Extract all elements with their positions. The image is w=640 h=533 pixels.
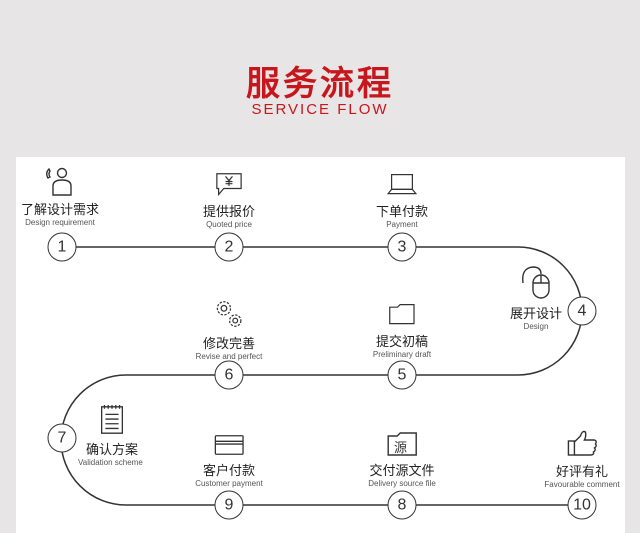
page-subtitle: SERVICE FLOW xyxy=(251,101,389,118)
step-10-title: 好评有礼 xyxy=(555,465,608,480)
mouse-icon xyxy=(522,266,550,299)
phone-person-icon xyxy=(46,167,72,196)
step-2-subtitle: Quoted price xyxy=(206,220,252,229)
folder-icon xyxy=(389,303,415,325)
step-5-subtitle: Preliminary draft xyxy=(372,350,432,359)
gears-icon xyxy=(217,301,242,327)
step-6: 修改完善 Revise and perfect xyxy=(195,298,263,361)
step-3-subtitle: Payment xyxy=(386,220,418,229)
step-2: 提供报价 Quoted price xyxy=(203,172,255,229)
step-8-title: 交付源文件 xyxy=(369,464,435,479)
step-2-title: 提供报价 xyxy=(202,205,256,220)
page-title: 服务流程 xyxy=(246,64,394,104)
step-number-2: 2 xyxy=(214,232,244,262)
step-1: 了解设计需求 Design requirement xyxy=(21,166,99,227)
flow-card xyxy=(16,157,625,533)
step-number-9: 9 xyxy=(214,490,244,520)
step-4-subtitle: Design xyxy=(523,322,549,331)
step-number-8: 8 xyxy=(387,490,417,520)
step-8-subtitle: Delivery source file xyxy=(368,479,436,488)
step-5: 提交初稿 Preliminary draft xyxy=(373,302,431,359)
step-number-10: 10 xyxy=(567,490,597,520)
step-10-subtitle: Favourable comment xyxy=(544,480,620,489)
step-number-1: 1 xyxy=(47,232,77,262)
step-9-subtitle: Customer payment xyxy=(195,479,263,488)
step-number-6: 6 xyxy=(214,360,244,390)
credit-card-icon xyxy=(214,435,244,455)
step-1-subtitle: Design requirement xyxy=(25,218,95,227)
step-number-5: 5 xyxy=(387,360,417,390)
step-number-4: 4 xyxy=(567,296,597,326)
step-3-title: 下单付款 xyxy=(375,205,429,220)
notepad-icon xyxy=(100,404,124,434)
source-icon-label: 源 xyxy=(393,441,408,456)
step-number-7: 7 xyxy=(47,423,77,453)
step-7-title: 确认方案 xyxy=(86,443,139,458)
step-4: 展开设计 Design xyxy=(510,264,562,331)
step-3: 下单付款 Payment xyxy=(376,172,428,229)
step-6-title: 修改完善 xyxy=(202,337,256,352)
step-number-3: 3 xyxy=(387,232,417,262)
step-5-title: 提交初稿 xyxy=(375,335,428,350)
step-10: 好评有礼 Favourable comment xyxy=(544,428,620,489)
thumbs-up-icon xyxy=(567,430,597,456)
step-7-subtitle: Validation scheme xyxy=(78,458,143,467)
step-4-title: 展开设计 xyxy=(509,307,563,322)
step-7: 确认方案 Validation scheme xyxy=(78,404,143,467)
step-6-subtitle: Revise and perfect xyxy=(195,352,263,361)
source-folder-icon: 源 xyxy=(385,431,419,457)
laptop-icon xyxy=(386,173,418,195)
step-1-title: 了解设计需求 xyxy=(20,203,100,218)
step-9: 客户付款 Customer payment xyxy=(195,433,263,488)
step-8: 源 交付源文件 Delivery source file xyxy=(368,431,436,488)
yen-speech-bubble-icon xyxy=(216,173,242,197)
step-9-title: 客户付款 xyxy=(202,464,255,479)
